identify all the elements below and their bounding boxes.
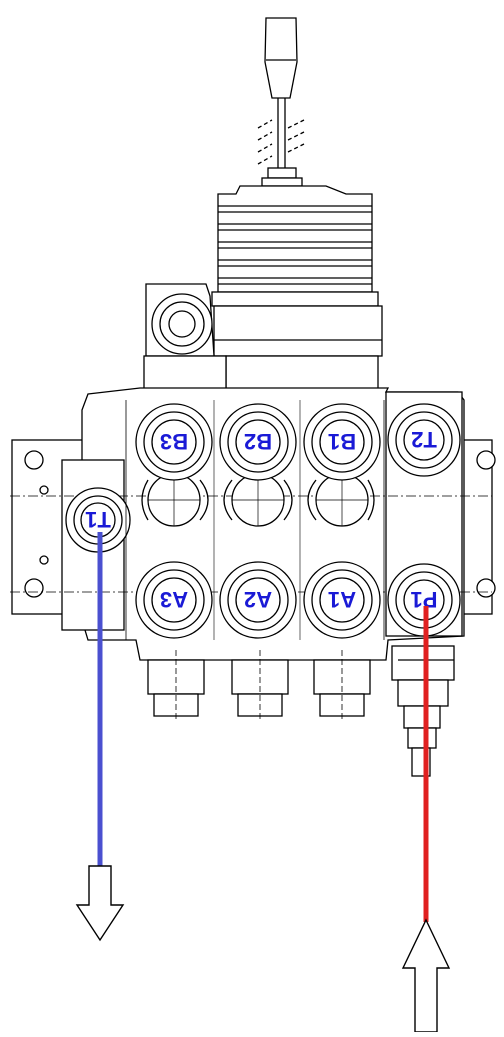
port-a1 — [303, 561, 381, 639]
port-a2 — [219, 561, 297, 639]
bellows-boot — [211, 185, 383, 357]
port-t2 — [387, 403, 461, 477]
top-housing — [225, 355, 379, 391]
spool-row — [141, 473, 375, 527]
relief-valve-fitting — [391, 645, 455, 777]
label-b1: B1 — [328, 429, 356, 454]
port-b3 — [135, 403, 213, 481]
label-t1: T1 — [85, 507, 111, 532]
return-flow-line — [75, 532, 125, 942]
label-b3: B3 — [160, 429, 188, 454]
pressure-arrow-icon — [401, 918, 451, 1033]
joystick-lever — [257, 17, 305, 187]
port-a3 — [135, 561, 213, 639]
return-arrow-icon — [75, 865, 125, 942]
spool-caps — [147, 650, 371, 722]
port-b2 — [219, 403, 297, 481]
top-housing-left — [143, 355, 227, 391]
label-b2: B2 — [244, 429, 272, 454]
port-b1 — [303, 403, 381, 481]
label-a3: A3 — [160, 587, 188, 612]
label-t2: T2 — [411, 427, 437, 452]
label-a1: A1 — [328, 587, 356, 612]
relief-cartridge — [145, 283, 215, 357]
label-a2: A2 — [244, 587, 272, 612]
